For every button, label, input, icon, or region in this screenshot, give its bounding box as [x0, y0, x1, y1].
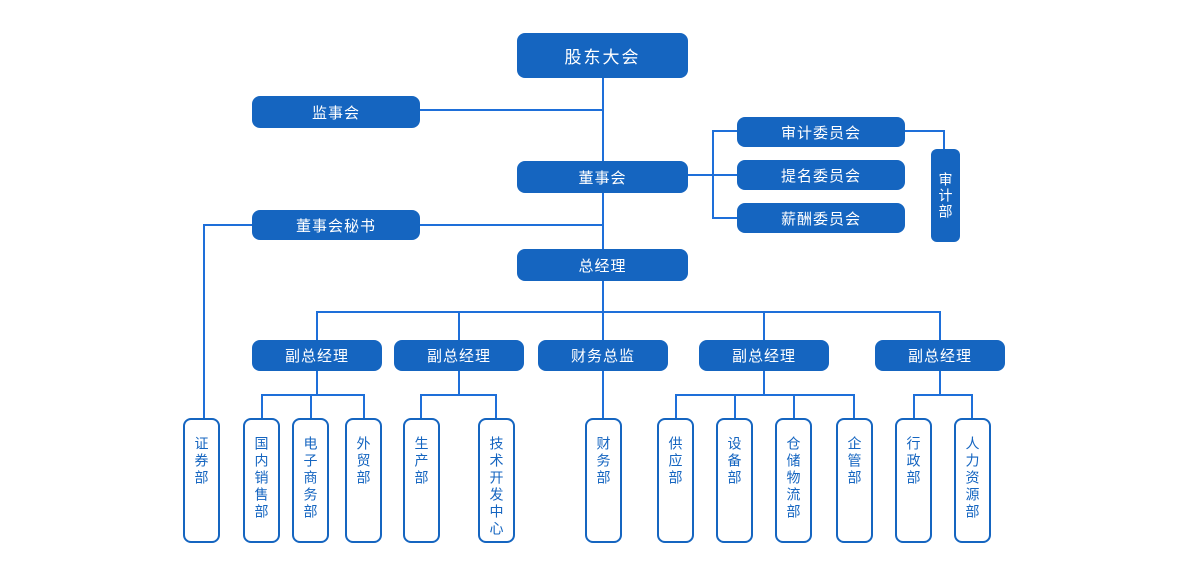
node-label: 财务部	[595, 436, 612, 487]
connector-line	[913, 394, 915, 418]
node-label: 电子商务部	[302, 436, 319, 521]
node-label: 设备部	[726, 436, 743, 487]
connector-line	[793, 394, 795, 418]
node-admin-dept: 行政部	[895, 418, 932, 543]
connector-line	[971, 394, 973, 418]
node-domestic-sales-dept: 国内销售部	[243, 418, 280, 543]
connector-line	[310, 394, 312, 418]
node-cfo: 财务总监	[538, 340, 668, 371]
connector-line	[261, 394, 365, 396]
connector-line	[420, 224, 604, 226]
node-label: 审计部	[937, 171, 954, 220]
connector-line	[458, 371, 460, 395]
node-shareholders-meeting: 股东大会	[517, 33, 688, 78]
connector-line	[363, 394, 365, 418]
connector-line	[712, 130, 714, 219]
node-label: 技术开发中心	[488, 436, 505, 538]
connector-line	[420, 394, 422, 418]
node-board-of-directors: 董事会	[517, 161, 688, 193]
connector-line	[602, 193, 604, 249]
node-deputy-gm-2: 副总经理	[394, 340, 524, 371]
node-securities-dept: 证券部	[183, 418, 220, 543]
node-enterprise-mgmt-dept: 企管部	[836, 418, 873, 543]
connector-line	[939, 311, 941, 340]
node-production-dept: 生产部	[403, 418, 440, 543]
connector-line	[261, 394, 263, 418]
node-equipment-dept: 设备部	[716, 418, 753, 543]
connector-line	[763, 311, 765, 340]
node-foreign-trade-dept: 外贸部	[345, 418, 382, 543]
connector-line	[712, 217, 737, 219]
connector-line	[712, 130, 737, 132]
node-label: 国内销售部	[253, 436, 270, 521]
node-ecommerce-dept: 电子商务部	[292, 418, 329, 543]
connector-line	[458, 311, 460, 340]
node-compensation-committee: 薪酬委员会	[737, 203, 905, 233]
node-supply-dept: 供应部	[657, 418, 694, 543]
node-deputy-gm-4: 副总经理	[875, 340, 1005, 371]
connector-line	[420, 394, 497, 396]
connector-line	[913, 394, 973, 396]
node-audit-committee: 审计委员会	[737, 117, 905, 147]
node-label: 生产部	[413, 436, 430, 487]
node-finance-dept: 财务部	[585, 418, 622, 543]
connector-line	[316, 311, 941, 313]
connector-line	[420, 109, 604, 111]
node-label: 企管部	[846, 436, 863, 487]
connector-line	[203, 224, 252, 226]
node-label: 证券部	[193, 436, 210, 487]
node-warehouse-logistics-dept: 仓储物流部	[775, 418, 812, 543]
connector-line	[675, 394, 855, 396]
connector-line	[763, 371, 765, 395]
connector-line	[943, 130, 945, 150]
connector-line	[734, 394, 736, 418]
connector-line	[905, 130, 945, 132]
node-label: 外贸部	[355, 436, 372, 487]
node-label: 行政部	[905, 436, 922, 487]
connector-line	[495, 394, 497, 418]
node-board-secretary: 董事会秘书	[252, 210, 420, 240]
node-label: 供应部	[667, 436, 684, 487]
node-tech-dev-center: 技术开发中心	[478, 418, 515, 543]
node-nomination-committee: 提名委员会	[737, 160, 905, 190]
node-deputy-gm-3: 副总经理	[699, 340, 829, 371]
node-supervisory-board: 监事会	[252, 96, 420, 128]
node-audit-department: 审计部	[931, 149, 960, 242]
connector-line	[939, 371, 941, 395]
node-hr-dept: 人力资源部	[954, 418, 991, 543]
connector-line	[602, 78, 604, 161]
node-deputy-gm-1: 副总经理	[252, 340, 382, 371]
node-label: 人力资源部	[964, 436, 981, 521]
connector-line	[203, 224, 205, 418]
connector-line	[853, 394, 855, 418]
node-general-manager: 总经理	[517, 249, 688, 281]
connector-line	[675, 394, 677, 418]
node-label: 仓储物流部	[785, 436, 802, 521]
connector-line	[316, 371, 318, 395]
connector-line	[316, 311, 318, 340]
